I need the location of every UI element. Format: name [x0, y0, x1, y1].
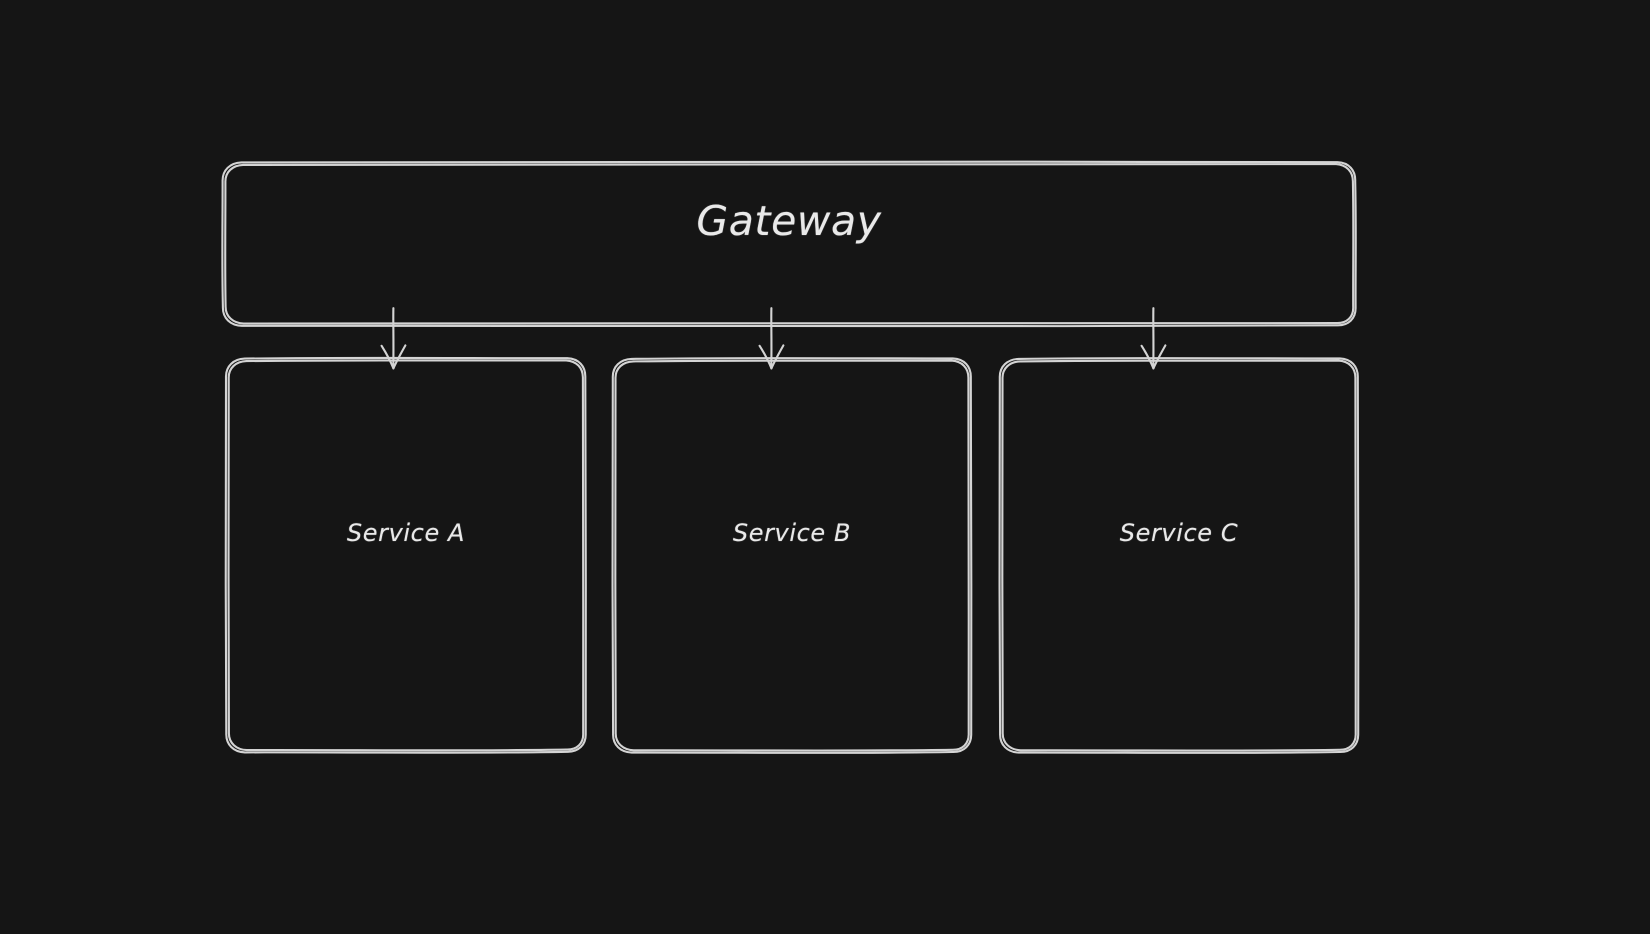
node-service-c-label: Service C — [1119, 519, 1239, 547]
node-service-a[interactable]: Service A — [226, 377, 586, 753]
node-service-a-label: Service A — [346, 519, 466, 547]
node-gateway[interactable]: Gateway — [222, 161, 1356, 326]
node-service-c[interactable]: Service C — [1000, 377, 1358, 753]
node-service-b[interactable]: Service B — [613, 377, 971, 753]
node-service-b-label: Service B — [732, 519, 852, 547]
node-gateway-label: Gateway — [696, 197, 882, 245]
